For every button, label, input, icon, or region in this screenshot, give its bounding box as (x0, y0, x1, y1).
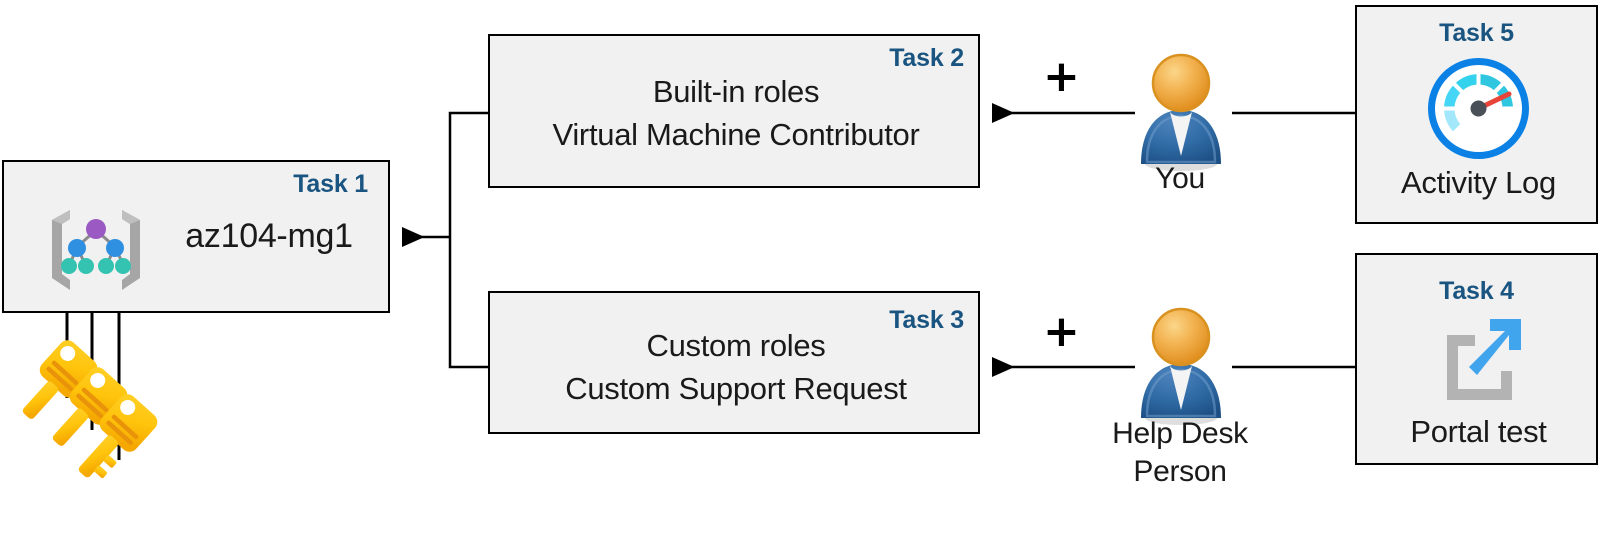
helpdesk-label: Help Desk Person (1080, 415, 1280, 491)
task4-box[interactable]: Task 4 Portal test (1355, 253, 1598, 465)
task5-box[interactable]: Task 5 Activity Log (1355, 5, 1598, 224)
management-group-icon (52, 210, 140, 290)
plus-sign-bottom: + (1043, 306, 1080, 357)
task1-box[interactable]: Task 1 az104-mg1 (2, 160, 390, 313)
task2-line2: Virtual Machine Contributor (552, 117, 920, 152)
task1-text: az104-mg1 (185, 217, 353, 255)
task3-line2: Custom Support Request (565, 371, 907, 406)
person-icon-helpdesk (1141, 307, 1221, 425)
you-label: You (1155, 162, 1205, 195)
gauge-icon (1428, 58, 1529, 159)
person-icon-you (1141, 53, 1221, 171)
helpdesk-label-line1: Help Desk (1112, 417, 1248, 450)
task4-label: Task 4 (1439, 277, 1514, 305)
task2-label: Task 2 (889, 44, 964, 72)
task1-label: Task 1 (293, 170, 368, 198)
task4-text: Portal test (1410, 414, 1547, 449)
task5-text: Activity Log (1401, 165, 1556, 200)
plus-sign-top: + (1043, 51, 1080, 102)
task3-line1: Custom roles (646, 328, 826, 363)
task3-label: Task 3 (889, 306, 964, 334)
task3-box[interactable]: Task 3 Custom roles Custom Support Reque… (488, 291, 980, 434)
bracket-connector-to-task1 (402, 111, 488, 369)
task2-line1: Built-in roles (652, 74, 820, 109)
task5-label: Task 5 (1439, 19, 1514, 47)
task2-box[interactable]: Task 2 Built-in roles Virtual Machine Co… (488, 34, 980, 188)
helpdesk-label-line2: Person (1133, 455, 1227, 488)
external-link-icon (1447, 319, 1521, 400)
keys-icon (22, 340, 158, 479)
